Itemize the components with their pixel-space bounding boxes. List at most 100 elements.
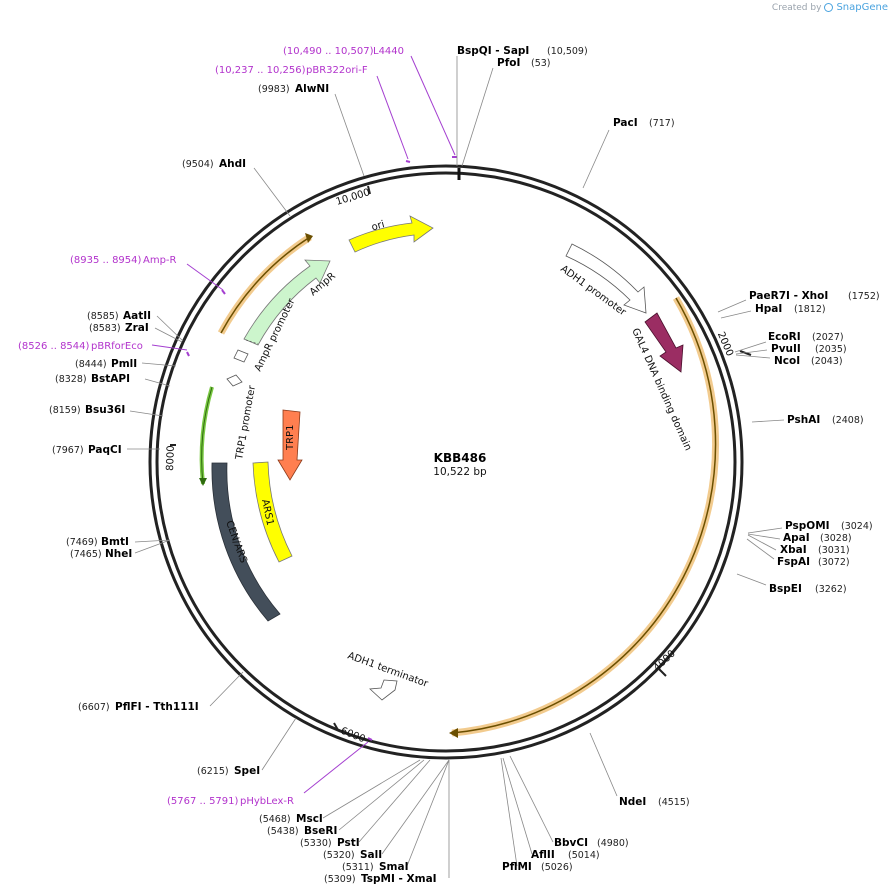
svg-text:PspOMI: PspOMI [785, 520, 830, 532]
enzyme-bspqi-sapi[interactable]: BspQI - SapI (10,509) [457, 45, 588, 57]
primer-pbr322ori-f[interactable]: (10,237 .. 10,256) pBR322ori-F [215, 65, 368, 76]
svg-text:PflMI: PflMI [502, 861, 532, 873]
enzyme-bbvci[interactable]: BbvCI (4980) [554, 837, 629, 849]
enzyme-pflfi-tth111i[interactable]: (6607) PflFI - Tth111I [78, 701, 199, 713]
enzyme-alwni[interactable]: (9983) AlwNI [258, 83, 329, 95]
enzyme-hpai[interactable]: HpaI (1812) [755, 303, 826, 315]
orf-large-right [449, 296, 720, 738]
svg-text:HpaI: HpaI [755, 303, 782, 315]
svg-text:(8328): (8328) [55, 374, 87, 385]
svg-text:(10,490 .. 10,507): (10,490 .. 10,507) [283, 46, 374, 57]
enzyme-bseri[interactable]: (5438) BseRI [267, 825, 337, 837]
enzyme-paci[interactable]: PacI (717) [613, 117, 675, 129]
plasmid-length: 10,522 bp [433, 466, 487, 478]
primer-pbrforeco[interactable]: (8526 .. 8544) pBRforEco [18, 341, 143, 352]
svg-text:L4440: L4440 [373, 46, 404, 57]
svg-text:(5309): (5309) [324, 874, 356, 885]
svg-text:PfoI: PfoI [497, 57, 520, 69]
svg-text:(8585): (8585) [87, 311, 119, 322]
primer-marks [186, 156, 457, 741]
enzyme-bmti[interactable]: (7469) BmtI [66, 536, 129, 548]
svg-text:BmtI: BmtI [101, 536, 129, 548]
enzyme-pmli[interactable]: (8444) PmlI [75, 358, 137, 370]
svg-text:(1812): (1812) [794, 304, 826, 315]
svg-text:PaeR7I - XhoI: PaeR7I - XhoI [749, 290, 828, 302]
svg-text:(5014): (5014) [568, 850, 600, 861]
enzyme-tspmi-xmai[interactable]: (5309) TspMI - XmaI [324, 873, 437, 885]
svg-text:SalI: SalI [360, 849, 382, 861]
svg-text:NcoI: NcoI [774, 355, 800, 367]
feature-adh1-promoter-label: ADH1 promoter [558, 264, 628, 319]
svg-text:(2035): (2035) [815, 344, 847, 355]
svg-text:(3024): (3024) [841, 521, 873, 532]
enzyme-fspai[interactable]: FspAI (3072) [777, 556, 850, 568]
svg-text:(53): (53) [531, 58, 551, 69]
enzyme-paer7i-xhoi[interactable]: PaeR7I - XhoI (1752) [749, 290, 880, 302]
enzyme-ndei[interactable]: NdeI (4515) [619, 796, 690, 808]
svg-text:PmlI: PmlI [111, 358, 137, 370]
svg-text:PacI: PacI [613, 117, 638, 129]
enzyme-ahdi[interactable]: (9504) AhdI [182, 158, 246, 170]
feature-ori[interactable]: ori [348, 215, 434, 253]
enzyme-paqci[interactable]: (7967) PaqCI [52, 444, 122, 456]
svg-text:(5468): (5468) [259, 814, 291, 825]
enzyme-bspei[interactable]: BspEI (3262) [769, 583, 847, 595]
feature-gal4-dbd[interactable]: GAL4 DNA binding domain [629, 312, 693, 453]
enzyme-xbai[interactable]: XbaI (3031) [780, 544, 850, 556]
enzyme-apai[interactable]: ApaI (3028) [783, 532, 852, 544]
feature-trp1-promoter[interactable]: TRP1 promoter [226, 374, 258, 462]
enzyme-bsu36i[interactable]: (8159) Bsu36I [49, 404, 125, 416]
svg-text:(10,509): (10,509) [547, 46, 588, 57]
svg-text:EcoRI: EcoRI [768, 331, 801, 343]
enzyme-msci[interactable]: (5468) MscI [259, 813, 323, 825]
svg-text:(4980): (4980) [597, 838, 629, 849]
feature-adh1-promoter[interactable]: ADH1 promoter [558, 243, 647, 319]
enzyme-pvuii[interactable]: PvuII (2035) [771, 343, 847, 355]
enzyme-zrai[interactable]: (8583) ZraI [89, 322, 149, 334]
enzyme-nhei[interactable]: (7465) NheI [70, 548, 132, 560]
svg-text:(5767 .. 5791): (5767 .. 5791) [167, 796, 239, 807]
svg-text:ZraI: ZraI [125, 322, 149, 334]
svg-text:(2043): (2043) [811, 356, 843, 367]
enzyme-pspomi[interactable]: PspOMI (3024) [785, 520, 873, 532]
svg-text:(5320): (5320) [323, 850, 355, 861]
svg-text:(8526 .. 8544): (8526 .. 8544) [18, 341, 90, 352]
enzyme-ecori[interactable]: EcoRI (2027) [768, 331, 844, 343]
svg-text:PaqCI: PaqCI [88, 444, 122, 456]
enzyme-bstapi[interactable]: (8328) BstAPI [55, 373, 130, 385]
svg-text:(6607): (6607) [78, 702, 110, 713]
enzyme-spei[interactable]: (6215) SpeI [197, 765, 260, 777]
svg-text:(717): (717) [649, 118, 675, 129]
feature-ori-label: ori [370, 219, 386, 233]
svg-text:AatII: AatII [123, 310, 151, 322]
svg-text:(3028): (3028) [820, 533, 852, 544]
svg-text:(8583): (8583) [89, 323, 121, 334]
enzyme-sali[interactable]: (5320) SalI [323, 849, 382, 861]
svg-text:(2027): (2027) [812, 332, 844, 343]
primer-labels: (10,490 .. 10,507) L4440 (10,237 .. 10,2… [18, 46, 404, 807]
svg-text:ori: ori [370, 219, 386, 233]
svg-text:(9983): (9983) [258, 84, 290, 95]
enzyme-aflii[interactable]: AflII (5014) [531, 849, 600, 861]
svg-text:(10,237 .. 10,256): (10,237 .. 10,256) [215, 65, 306, 76]
primer-phyblex-r[interactable]: (5767 .. 5791) pHybLex-R [167, 796, 294, 807]
enzyme-smai[interactable]: (5311) SmaI [342, 861, 409, 873]
feature-trp1[interactable]: TRP1 [277, 409, 303, 481]
enzyme-pflmi[interactable]: PflMI (5026) [502, 861, 573, 873]
feature-ars1-label: ARS1 [259, 498, 275, 526]
svg-text:Bsu36I: Bsu36I [85, 404, 125, 416]
svg-text:(7465): (7465) [70, 549, 102, 560]
primer-amp-r[interactable]: (8935 .. 8954) Amp-R [70, 255, 177, 266]
primer-l4440[interactable]: (10,490 .. 10,507) L4440 [283, 46, 404, 57]
svg-text:TspMI - XmaI: TspMI - XmaI [361, 873, 437, 885]
feature-adh1-terminator[interactable]: ADH1 terminator [346, 650, 430, 701]
feature-ars1[interactable]: ARS1 [252, 461, 293, 563]
enzyme-ncoi[interactable]: NcoI (2043) [774, 355, 843, 367]
enzyme-pfoi[interactable]: PfoI (53) [497, 57, 551, 69]
enzyme-psti[interactable]: (5330) PstI [300, 837, 360, 849]
svg-text:AhdI: AhdI [219, 158, 246, 170]
enzyme-aatii[interactable]: (8585) AatII [87, 310, 151, 322]
enzyme-pshai[interactable]: PshAI (2408) [787, 414, 864, 426]
svg-text:PflFI - Tth111I: PflFI - Tth111I [115, 701, 199, 713]
